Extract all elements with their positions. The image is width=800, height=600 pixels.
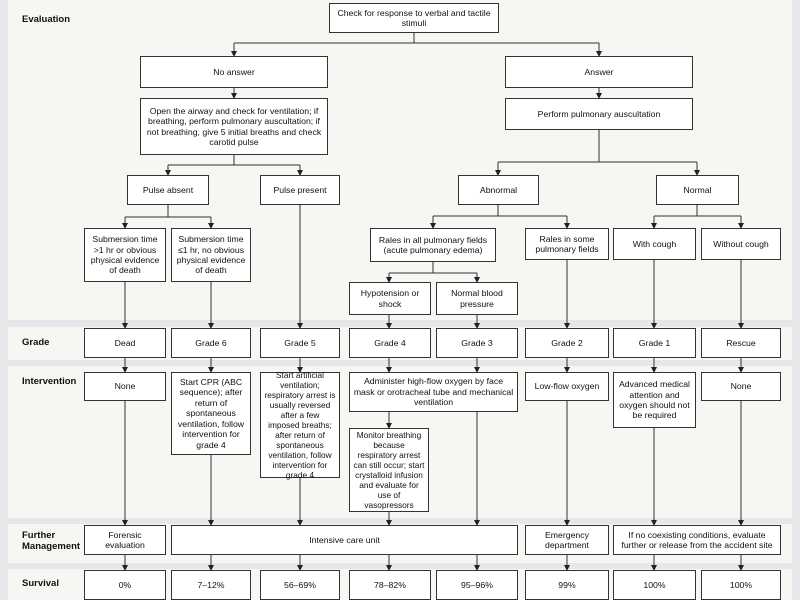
hypotension-box: Hypotension or shock xyxy=(349,282,431,315)
with-cough-box: With cough xyxy=(613,228,696,260)
forensic-evaluation-box: Forensic evaluation xyxy=(84,525,166,555)
without-cough-box: Without cough xyxy=(701,228,781,260)
grade-5-box: Grade 5 xyxy=(260,328,340,358)
row-label-further-management: Further Management xyxy=(22,530,81,552)
pulse-present-box: Pulse present xyxy=(260,175,340,205)
submersion-short-box: Submersion time ≤1 hr, no obvious physic… xyxy=(171,228,251,282)
survival-grade-2-box: 99% xyxy=(525,570,609,600)
grade-6-box: Grade 6 xyxy=(171,328,251,358)
intervention-oxygen-box: Administer high-flow oxygen by face mask… xyxy=(349,372,518,412)
intervention-grade-6-box: Start CPR (ABC sequence); after return o… xyxy=(171,372,251,455)
no-answer-box: No answer xyxy=(140,56,328,88)
row-label-grade: Grade xyxy=(22,337,50,348)
grade-4-box: Grade 4 xyxy=(349,328,431,358)
intervention-none-rescue-box: None xyxy=(701,372,781,401)
grade-2-box: Grade 2 xyxy=(525,328,609,358)
intervention-monitor-box: Monitor breathing because respiratory ar… xyxy=(349,428,429,512)
intervention-none-dead-box: None xyxy=(84,372,166,401)
survival-grade-6-box: 7–12% xyxy=(171,570,251,600)
survival-grade-5-box: 56–69% xyxy=(260,570,340,600)
grade-1-box: Grade 1 xyxy=(613,328,696,358)
intensive-care-unit-box: Intensive care unit xyxy=(171,525,518,555)
row-label-intervention: Intervention xyxy=(22,376,77,387)
submersion-long-box: Submersion time >1 hr or obvious physica… xyxy=(84,228,166,282)
pulse-absent-box: Pulse absent xyxy=(127,175,209,205)
grade-rescue-box: Rescue xyxy=(701,328,781,358)
rales-some-fields-box: Rales in some pulmonary fields xyxy=(525,228,609,260)
survival-grade-3-box: 95–96% xyxy=(436,570,518,600)
row-label-evaluation: Evaluation xyxy=(22,14,71,25)
abnormal-box: Abnormal xyxy=(458,175,539,205)
survival-dead-box: 0% xyxy=(84,570,166,600)
answer-box: Answer xyxy=(505,56,693,88)
release-box: If no coexisting conditions, evaluate fu… xyxy=(613,525,781,555)
survival-grade-1-box: 100% xyxy=(613,570,696,600)
row-label-survival: Survival xyxy=(22,578,59,589)
grade-dead-box: Dead xyxy=(84,328,166,358)
check-stimuli-box: Check for response to verbal and tactile… xyxy=(329,3,499,33)
intervention-grade-2-box: Low-flow oxygen xyxy=(525,372,609,401)
perform-auscultation-box: Perform pulmonary auscultation xyxy=(505,98,693,130)
intervention-grade-5-box: Start artificial ventilation; respirator… xyxy=(260,370,340,480)
rales-all-fields-box: Rales in all pulmonary fields (acute pul… xyxy=(370,228,496,262)
emergency-department-box: Emergency department xyxy=(525,525,609,555)
survival-rescue-box: 100% xyxy=(701,570,781,600)
grade-3-box: Grade 3 xyxy=(436,328,518,358)
normal-blood-pressure-box: Normal blood pressure xyxy=(436,282,518,315)
intervention-grade-1-box: Advanced medical attention and oxygen sh… xyxy=(613,372,696,428)
normal-box: Normal xyxy=(656,175,739,205)
open-airway-box: Open the airway and check for ventilatio… xyxy=(140,98,328,155)
survival-grade-4-box: 78–82% xyxy=(349,570,431,600)
